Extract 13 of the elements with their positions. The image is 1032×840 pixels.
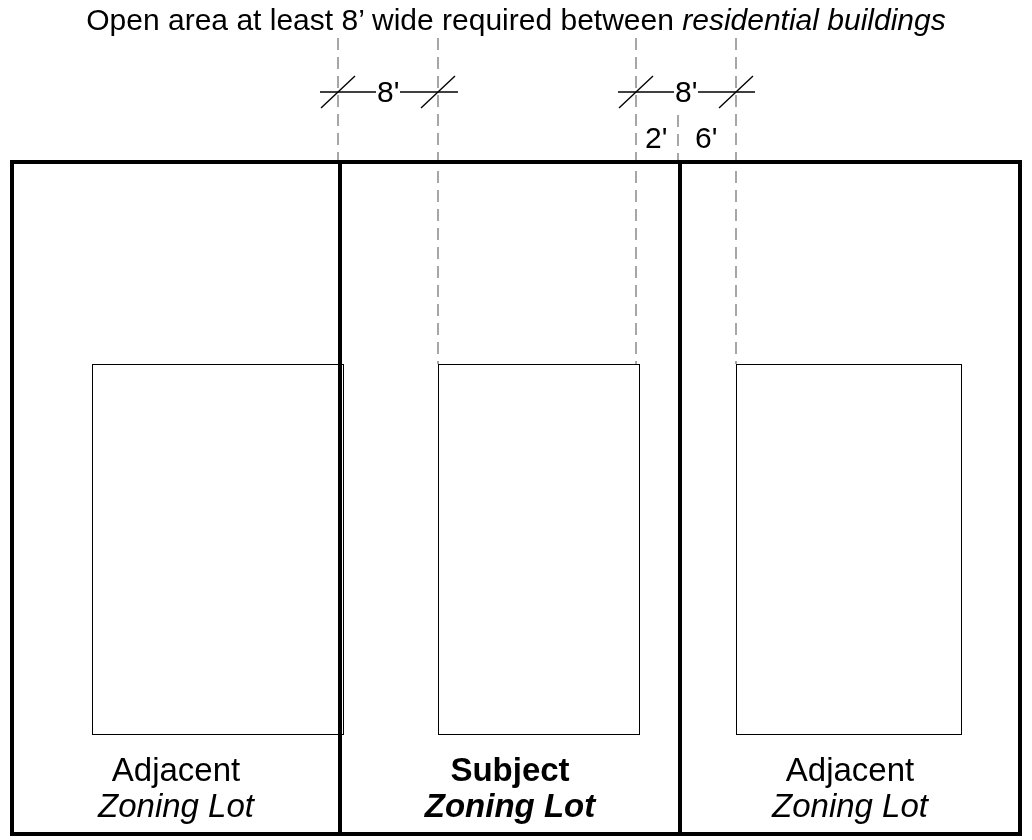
lot-name: Zoning Lot [96,788,256,824]
building-footprint [438,364,640,735]
diagram-title: Open area at least 8’ wide required between residential buildings [85,2,947,38]
dimension-value: 6' [694,122,719,154]
lot-type: Adjacent [784,752,916,788]
zoning-lot [10,160,342,836]
lot-type: Adjacent [110,752,242,788]
building-footprint [736,364,962,735]
building-footprint [92,364,344,735]
lot-type: Subject [449,752,571,788]
lot-name: Zoning Lot [423,788,598,824]
lot-name: Zoning Lot [770,788,930,824]
dimension-value: 2' [644,122,669,154]
